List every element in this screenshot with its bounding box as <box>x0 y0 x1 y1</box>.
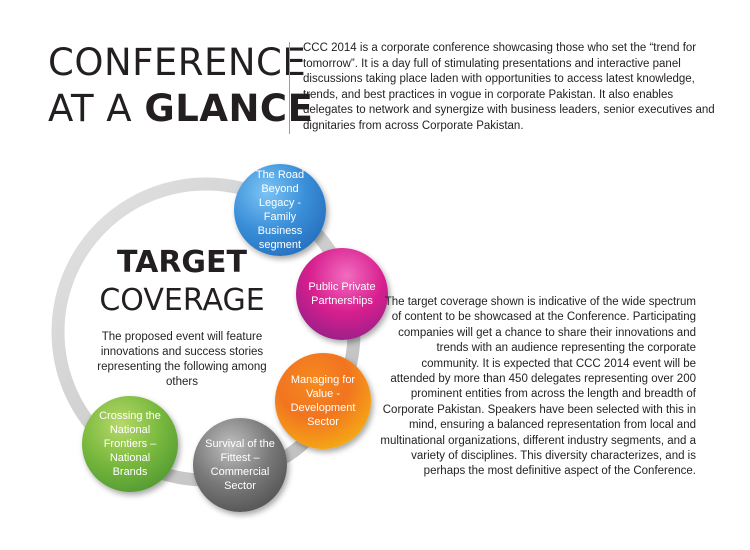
segment-family-business-label: The Road Beyond Legacy - Family Business… <box>255 169 305 251</box>
intro-paragraph: CCC 2014 is a corporate conference showc… <box>303 42 715 132</box>
title-line-2-normal: AT A <box>48 87 145 130</box>
segment-managing-value-circle: Managing for Value - Development Sector <box>275 353 371 449</box>
title-line-1: CONFERENCE <box>48 41 307 84</box>
target-heading-line-2: COVERAGE <box>99 283 265 318</box>
segment-managing-value-label: Managing for Value - Development Sector <box>290 374 356 428</box>
segment-survival-fittest-label: Survival of the Fittest – Commercial Sec… <box>205 438 275 492</box>
segment-survival-fittest-circle: Survival of the Fittest – Commercial Sec… <box>193 418 287 512</box>
title-divider <box>289 42 290 134</box>
segment-public-private-label: Public Private Partnerships <box>308 281 376 307</box>
segment-national-frontiers-label: Crossing the National Frontiers – Nation… <box>99 410 161 478</box>
target-heading-line-1: TARGET <box>116 245 248 280</box>
segment-national-frontiers-circle: Crossing the National Frontiers – Nation… <box>82 396 178 492</box>
segment-public-private-circle: Public Private Partnerships <box>296 248 388 340</box>
coverage-paragraph: The target coverage shown is indicative … <box>380 296 696 478</box>
page-title: CONFERENCE AT A GLANCE <box>48 40 313 132</box>
target-description: The proposed event will feature innovati… <box>97 331 267 388</box>
target-coverage-heading: TARGET COVERAGE <box>92 244 272 320</box>
title-line-2-bold: GLANCE <box>144 87 314 130</box>
segment-family-business-circle: The Road Beyond Legacy - Family Business… <box>234 164 326 256</box>
title-line-2: AT A GLANCE <box>48 86 313 132</box>
